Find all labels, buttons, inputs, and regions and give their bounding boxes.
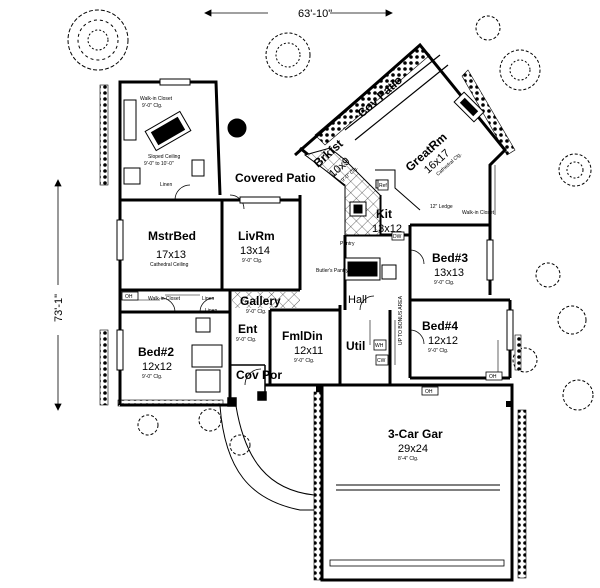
width-dimension-label: 63'-10" xyxy=(298,8,332,20)
room-butlers-pantry: Butler's Pantry xyxy=(316,268,349,274)
driveway xyxy=(219,405,500,511)
room-linen-bed2: Linen xyxy=(202,296,214,302)
room-bonus-area: UP TO BONUS AREA xyxy=(398,295,404,345)
room-livrm-size: 13x14 xyxy=(240,245,270,257)
room-gallery-note: 9'-0" Clg. xyxy=(246,309,266,315)
room-garage-note: 8'-4" Clg. xyxy=(398,456,418,462)
dw-label: DW xyxy=(393,234,402,240)
room-garage-name: 3-Car Gar xyxy=(388,427,443,441)
porch xyxy=(227,364,267,407)
landscape-trees xyxy=(67,9,594,456)
ref-label: Ref xyxy=(379,183,387,189)
room-wic-bed3: Walk-in Closet xyxy=(462,210,495,216)
tree-icon xyxy=(535,262,561,288)
room-bed2-note: 9'-0" Clg. xyxy=(142,374,162,380)
wh-label: WH xyxy=(375,343,384,349)
room-bed3-name: Bed#3 xyxy=(432,251,468,265)
wh-box: WH xyxy=(373,339,387,351)
tree-icon xyxy=(198,408,222,432)
oh-box-right: OH xyxy=(421,386,439,396)
oh-label: OH xyxy=(125,294,133,300)
room-ent-note: 9'-0" Clg. xyxy=(236,337,256,343)
room-ledge: 12" Ledge xyxy=(430,204,453,210)
dimension-width xyxy=(204,9,393,17)
room-bed3-note: 9'-0" Clg. xyxy=(434,280,454,286)
room-mstrbed-name: MstrBed xyxy=(148,229,196,243)
cw-box: CW xyxy=(375,354,389,366)
room-mstrbed-note: Cathedral Ceiling xyxy=(150,262,189,268)
dw-box: DW xyxy=(391,231,405,241)
bath-fixtures xyxy=(191,257,397,393)
kitchen-island xyxy=(349,201,367,217)
windows xyxy=(116,78,514,371)
gallery-tile-floor xyxy=(232,292,300,308)
depth-dimension-label: 73'-1" xyxy=(53,294,65,322)
room-fmldin-note: 9'-0" Clg. xyxy=(294,358,314,364)
room-hall-name: Hall xyxy=(348,294,367,306)
room-util-name: Util xyxy=(346,339,365,353)
room-fmldin-size: 12x11 xyxy=(294,345,323,357)
room-gallery-name: Gallery xyxy=(240,294,281,308)
room-wic-note: 9'-0" Clg. xyxy=(142,103,162,109)
room-fmldin-name: FmlDin xyxy=(282,329,323,343)
room-kit-name: Kit xyxy=(376,207,392,221)
tree-icon xyxy=(562,379,594,411)
oh-label: OH xyxy=(489,374,497,380)
tree-icon xyxy=(558,153,592,187)
shrub-icon xyxy=(227,118,247,138)
cw-label: CW xyxy=(377,358,386,364)
hedges xyxy=(99,44,527,581)
room-wic-bed2: Walk-in Closet xyxy=(148,296,181,302)
room-garage-size: 29x24 xyxy=(398,443,428,455)
room-bed4-note: 9'-0" Clg. xyxy=(428,348,448,354)
tree-icon xyxy=(265,32,311,78)
tree-icon xyxy=(137,414,159,436)
room-bed3-size: 13x13 xyxy=(434,267,464,279)
oh-box-bed4: OH xyxy=(485,371,503,381)
room-bed2-name: Bed#2 xyxy=(138,345,174,359)
room-sloped-name: Sloped Ceiling xyxy=(148,154,180,160)
room-sloped-note: 9'-0" to 10'-0" xyxy=(144,161,174,167)
room-bed2-size: 12x12 xyxy=(142,361,172,373)
posts xyxy=(316,386,512,407)
linen-label: Linen xyxy=(205,308,217,314)
master-bath-fixtures xyxy=(123,99,205,185)
room-pantry: Pantry xyxy=(340,241,355,247)
room-covered-patio-name: Covered Patio xyxy=(235,171,316,185)
tree-icon xyxy=(475,15,501,41)
room-bed4-name: Bed#4 xyxy=(422,319,458,333)
room-livrm-note: 9'-0" Clg. xyxy=(242,258,262,264)
fireplace-icon xyxy=(453,91,485,123)
patio-cover xyxy=(344,54,449,141)
dimension-depth xyxy=(54,179,62,411)
room-livrm-name: LivRm xyxy=(238,229,275,243)
room-mstrbed-size: 17x13 xyxy=(156,249,186,261)
tree-icon xyxy=(557,305,587,335)
tree-icon xyxy=(499,49,541,91)
room-ent-name: Ent xyxy=(238,322,257,336)
ref-box: Ref xyxy=(377,179,389,191)
room-bed4-size: 12x12 xyxy=(428,335,458,347)
oh-label: OH xyxy=(425,389,433,395)
room-linen-master: Linen xyxy=(160,182,172,188)
tree-icon xyxy=(67,9,129,71)
garage-door xyxy=(329,559,505,567)
door-swings xyxy=(160,184,425,386)
room-wic-name: Walk-in Closet xyxy=(140,96,173,102)
oh-box-left: OH xyxy=(121,291,139,301)
room-cov-por-name: Cov Por xyxy=(236,368,282,382)
